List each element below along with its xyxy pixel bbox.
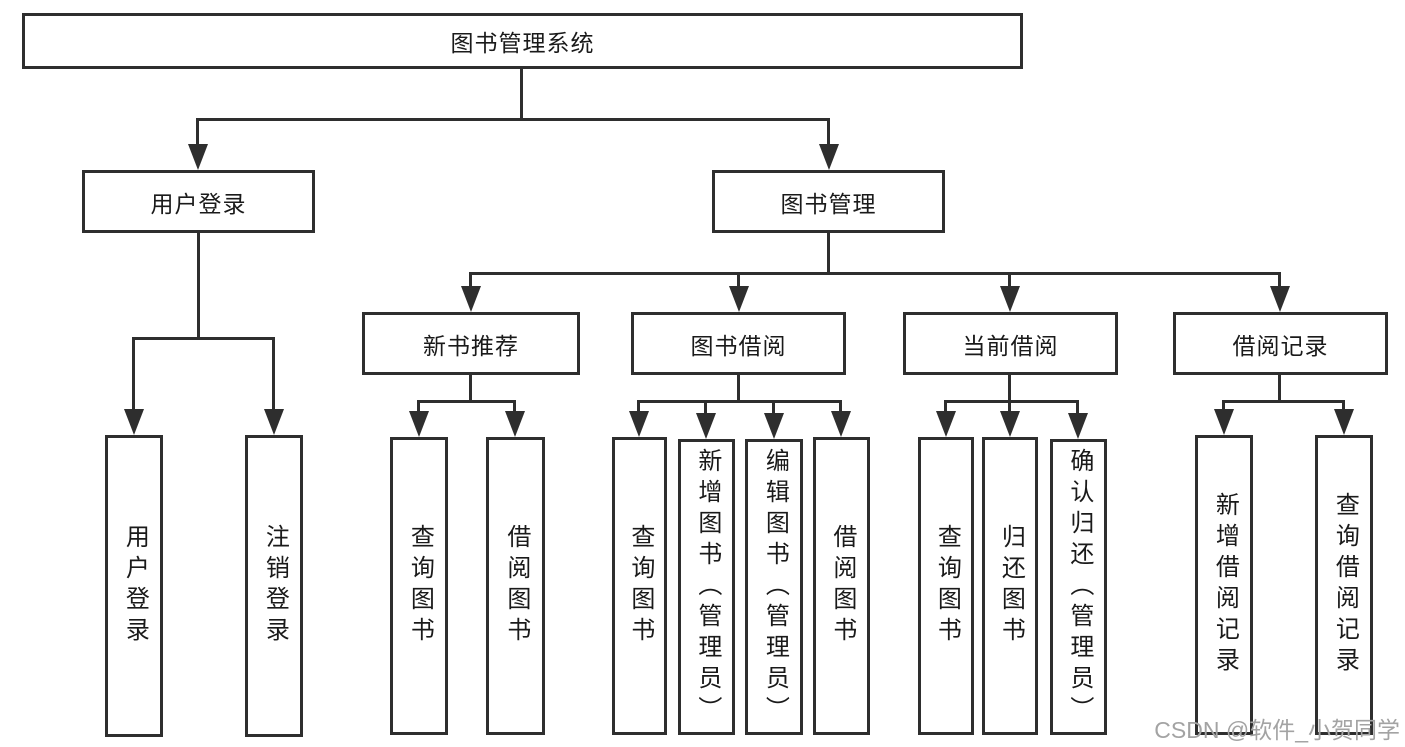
arrow-down-icon [408,400,429,437]
leaf-add-book-admin: 新增图书（管理员） [678,439,735,735]
leaf-borrow-books-1-label: 借阅图书 [502,524,530,648]
leaf-query-books-3-label: 查询图书 [933,524,961,648]
node-root-label: 图书管理系统 [450,30,595,56]
leaf-confirm-return-admin: 确认归还（管理员） [1050,439,1107,735]
node-new-book-recommend-label: 新书推荐 [423,332,519,359]
connector-book-borrowing-rail [637,400,842,403]
leaf-query-books-1: 查询图书 [390,437,448,735]
leaf-borrow-books-1: 借阅图书 [486,437,545,735]
leaf-query-borrow-record: 查询借阅记录 [1315,435,1373,735]
connector-root-stem [520,69,523,118]
node-current-borrowing: 当前借阅 [903,312,1118,375]
leaf-query-books-1-label: 查询图书 [406,524,434,648]
leaf-return-books: 归还图书 [982,437,1038,735]
leaf-borrow-books-2: 借阅图书 [813,437,870,735]
connector-current-borrowing-stem [1008,374,1011,400]
arrow-down-icon [1067,400,1088,439]
leaf-confirm-return-admin-label: 确认归还（管理员） [1065,447,1093,727]
connector-level2-rail [196,118,830,121]
arrow-down-icon [728,272,749,312]
leaf-add-borrow-record: 新增借阅记录 [1195,435,1253,735]
arrow-down-icon [1269,272,1290,312]
arrow-down-icon [460,272,481,312]
node-root: 图书管理系统 [22,13,1023,69]
node-user-login: 用户登录 [82,170,315,233]
arrow-down-icon [999,400,1020,437]
connector-borrow-records-stem [1278,374,1281,400]
arrow-down-icon [695,400,716,439]
leaf-borrow-books-2-label: 借阅图书 [828,524,856,648]
connector-book-borrowing-stem [737,374,740,400]
arrow-down-icon [763,400,784,439]
node-book-borrowing: 图书借阅 [631,312,846,375]
node-new-book-recommend: 新书推荐 [362,312,580,375]
arrow-down-icon [123,337,144,435]
arrow-down-icon [628,400,649,437]
leaf-edit-book-admin: 编辑图书（管理员） [745,439,803,735]
node-book-borrowing-label: 图书借阅 [690,332,787,359]
connector-user-login-rail [132,337,275,340]
watermark: CSDN @软件_小贺同学 [1154,717,1400,743]
connector-user-login-stem [197,232,200,337]
arrow-down-icon [504,400,525,437]
arrow-down-icon [1213,400,1234,435]
leaf-query-borrow-record-label: 查询借阅记录 [1331,492,1359,678]
node-current-borrowing-label: 当前借阅 [962,332,1059,359]
arrow-down-icon [1333,400,1354,435]
leaf-logout-login: 注销登录 [245,435,303,737]
leaf-user-login: 用户登录 [105,435,163,737]
arrow-down-icon [818,118,839,170]
arrow-down-icon [999,272,1020,312]
leaf-return-books-label: 归还图书 [997,524,1025,648]
arrow-down-icon [263,337,284,435]
leaf-query-books-3: 查询图书 [918,437,974,735]
connector-borrow-records-rail [1222,400,1345,403]
node-book-management: 图书管理 [712,170,945,233]
connector-current-borrowing-rail [944,400,1079,403]
leaf-add-borrow-record-label: 新增借阅记录 [1211,492,1239,678]
arrow-down-icon [830,400,851,437]
connector-new-book-recommend-stem [469,374,472,400]
arrow-down-icon [935,400,956,437]
leaf-query-books-2: 查询图书 [612,437,667,735]
node-book-management-label: 图书管理 [780,190,877,217]
node-borrow-records: 借阅记录 [1173,312,1388,375]
leaf-edit-book-admin-label: 编辑图书（管理员） [761,447,789,727]
arrow-down-icon [187,118,208,170]
leaf-logout-login-label: 注销登录 [261,524,289,648]
node-user-login-label: 用户登录 [150,190,247,217]
connector-book-management-stem [827,232,830,272]
node-borrow-records-label: 借阅记录 [1232,332,1329,359]
leaf-add-book-admin-label: 新增图书（管理员） [693,447,721,727]
leaf-query-books-2-label: 查询图书 [626,524,654,648]
connector-new-book-recommend-rail [417,400,516,403]
leaf-user-login-label: 用户登录 [121,524,149,648]
connector-level3-rail [469,272,1281,275]
